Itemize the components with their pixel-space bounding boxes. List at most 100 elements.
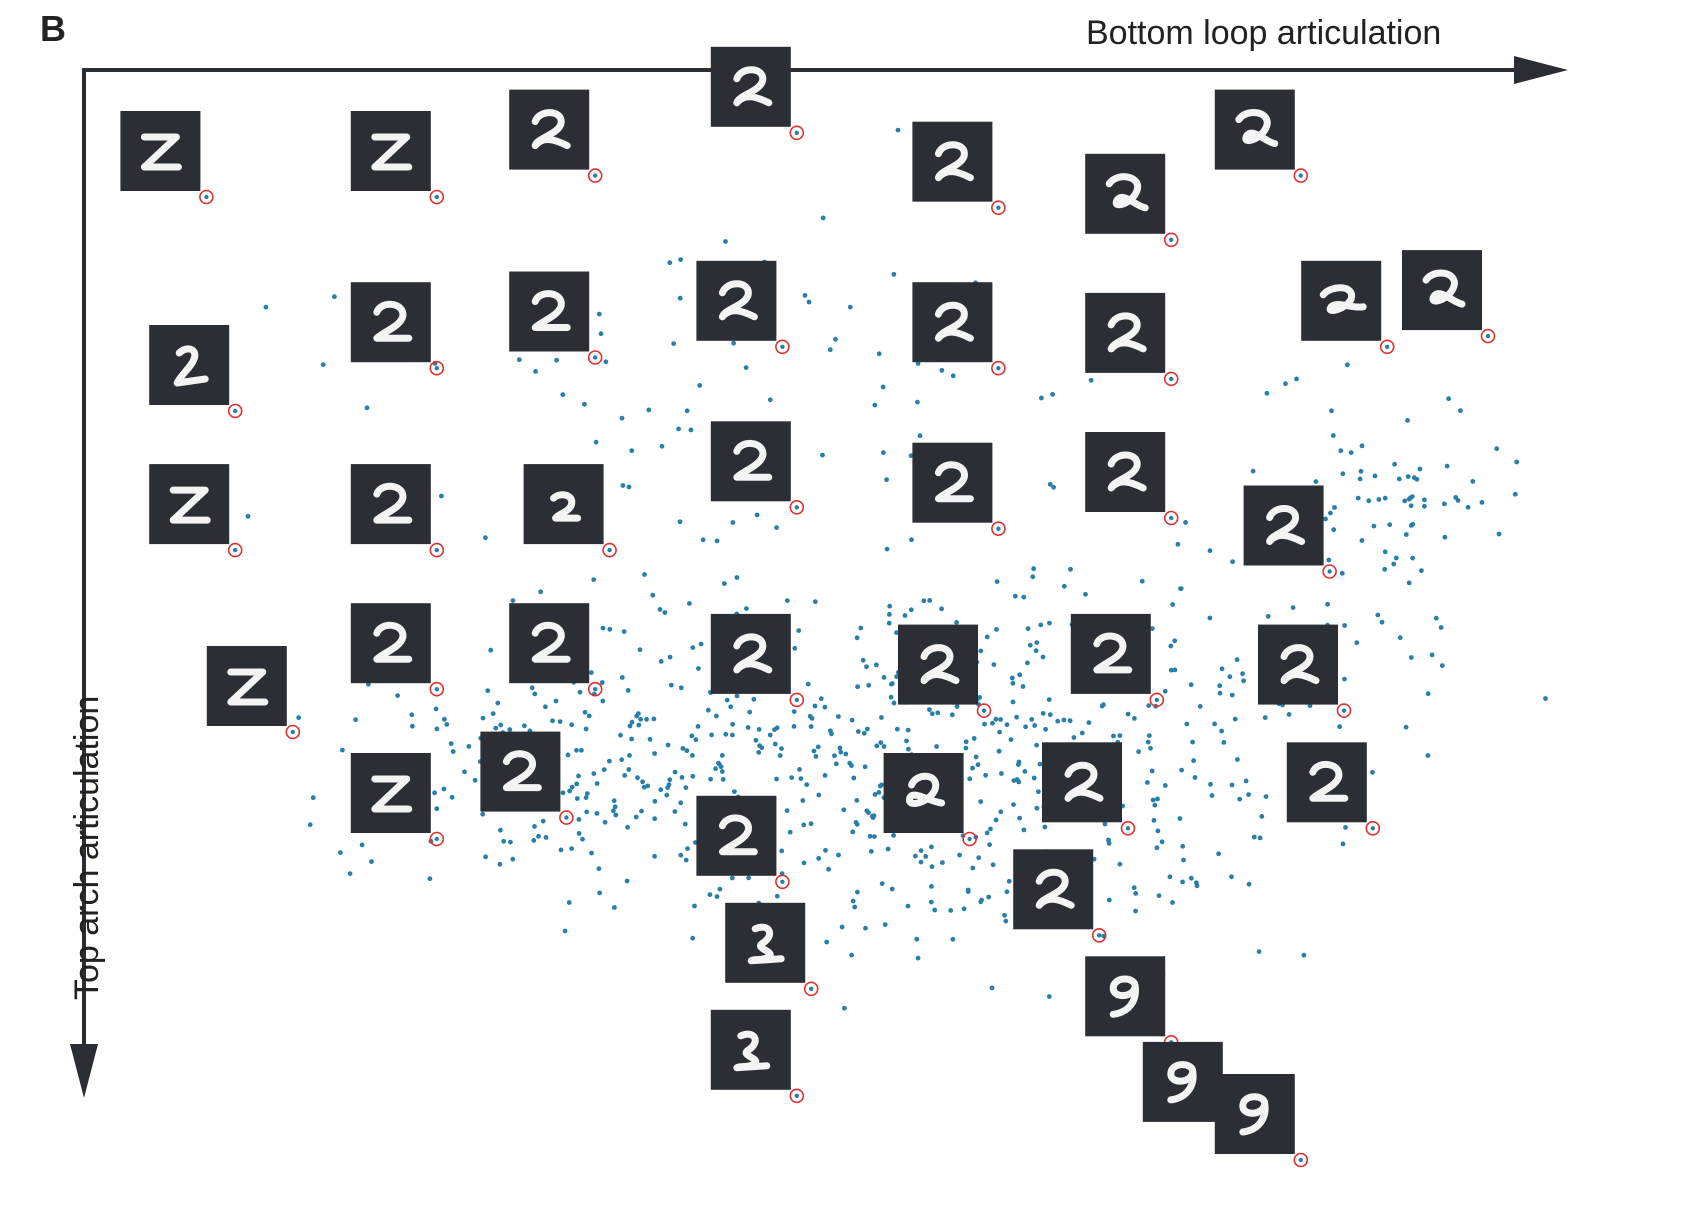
thumbnail-background [710,421,791,502]
data-point [841,807,847,813]
data-point [864,664,869,670]
exemplar-thumbnail [1085,956,1179,1050]
digit-glyph [1266,505,1306,545]
data-point [508,839,513,845]
data-point [1264,390,1270,396]
data-point [1370,769,1375,775]
data-point [340,747,345,753]
data-point [1234,657,1240,663]
data-point [1152,802,1158,808]
data-point [999,771,1004,776]
data-point [881,450,886,455]
data-point [1359,443,1365,449]
data-point [1192,775,1198,780]
data-point [1061,583,1067,589]
digit-glyph [227,668,269,706]
data-point [538,589,544,595]
data-point [1376,497,1382,502]
data-point [619,757,625,763]
data-point [876,790,882,795]
data-point [1410,555,1415,561]
data-point [838,749,844,755]
exemplar-thumbnail [509,89,603,183]
data-point [975,762,981,768]
data-point [1354,640,1360,646]
data-point [369,859,374,864]
data-point [589,850,594,856]
thumbnail-background [1085,432,1166,512]
data-point [967,776,973,782]
data-point [998,717,1003,722]
data-point [696,666,701,671]
data-point [723,239,728,244]
data-point [891,271,897,277]
data-point [1251,834,1257,840]
data-point [849,952,854,958]
data-point [1265,614,1271,619]
data-point [531,838,537,843]
data-point [1229,874,1234,880]
data-point [677,519,683,525]
exemplar-thumbnail [120,111,214,205]
data-point [1331,527,1337,533]
data-point [730,520,736,525]
data-point [851,775,857,781]
exemplar-point [434,194,439,200]
exemplar-marker-ring [429,360,445,376]
digit-glyph [1109,975,1139,1018]
data-point [1117,861,1123,867]
exemplar-thumbnail [1085,432,1179,526]
data-point [1326,557,1332,563]
data-point [1494,446,1500,452]
data-point [878,740,884,745]
data-point [439,493,444,499]
exemplar-point [1125,826,1131,831]
data-point [693,737,699,743]
data-point [850,829,856,835]
data-point [472,777,478,783]
data-point [837,745,843,751]
data-point [1034,742,1039,748]
thumbnail-background [696,260,777,341]
data-point [1408,655,1414,660]
digit-glyph [1239,1093,1269,1136]
data-point [1172,667,1178,673]
data-point [820,452,825,458]
digit-glyph [934,141,974,182]
data-point [713,766,718,772]
digit-glyph [169,486,211,524]
data-point [1042,824,1048,830]
data-point [665,785,670,790]
data-point [1439,663,1445,668]
data-point [1208,781,1213,787]
data-point [1050,391,1055,397]
data-point [1083,591,1088,597]
data-point [1543,696,1548,701]
data-point [864,808,870,814]
exemplar-point [1485,333,1491,339]
data-point [627,723,633,729]
data-point [1240,671,1245,677]
data-point [934,744,939,749]
exemplar-thumbnail [149,325,243,419]
data-point [915,399,920,405]
data-point [1033,648,1039,654]
exemplar-thumbnail [149,464,243,558]
data-point [560,790,566,796]
data-point [483,854,488,860]
data-point [812,599,818,605]
data-point [998,809,1004,815]
exemplar-thumbnail [350,464,445,558]
exemplar-point [233,408,238,414]
data-point [1417,466,1423,472]
data-point [576,773,581,779]
digit-glyph [1105,173,1149,212]
exemplar-point [1341,708,1347,713]
data-point [923,854,929,859]
data-point [800,798,806,803]
data-point [692,903,697,909]
exemplar-thumbnail [1070,613,1165,708]
digit-glyph [1280,644,1320,685]
data-point [690,753,695,758]
data-point [646,407,652,413]
